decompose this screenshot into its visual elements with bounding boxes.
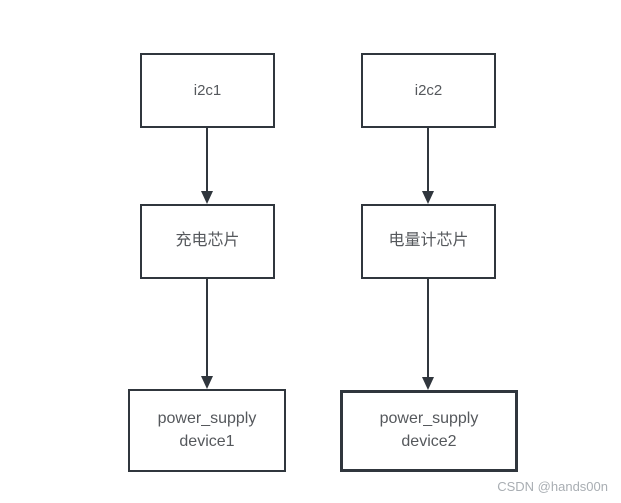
node-i2c1: i2c1 — [140, 53, 275, 128]
node-i2c2: i2c2 — [361, 53, 496, 128]
arrow-i2c2-to-fuel-gauge-chip — [422, 128, 434, 204]
watermark: CSDN @hands00n — [497, 479, 608, 494]
node-fuel-gauge-chip-label: 电量计芯片 — [388, 232, 469, 250]
node-charge-chip-label: 充电芯片 — [175, 232, 240, 250]
node-i2c1-label: i2c1 — [193, 81, 222, 99]
arrow-head-icon — [201, 191, 213, 204]
arrow-head-icon — [422, 377, 434, 390]
arrow-fuel-gauge-chip-to-device2 — [422, 279, 434, 390]
node-power-supply-device1-label: power_supply device1 — [157, 409, 257, 450]
node-i2c2-label: i2c2 — [414, 81, 443, 99]
arrow-head-icon — [201, 376, 213, 389]
arrow-charge-chip-to-device1 — [201, 279, 213, 389]
arrow-line — [427, 279, 429, 379]
arrow-line — [206, 128, 208, 193]
node-fuel-gauge-chip: 电量计芯片 — [361, 204, 496, 279]
node-power-supply-device2-label: power_supply device2 — [379, 410, 479, 450]
arrow-line — [206, 279, 208, 378]
arrow-i2c1-to-charge-chip — [201, 128, 213, 204]
arrow-head-icon — [422, 191, 434, 204]
node-power-supply-device2: power_supply device2 — [340, 390, 518, 472]
node-power-supply-device1: power_supply device1 — [128, 389, 286, 472]
arrow-line — [427, 128, 429, 193]
node-charge-chip: 充电芯片 — [140, 204, 275, 279]
